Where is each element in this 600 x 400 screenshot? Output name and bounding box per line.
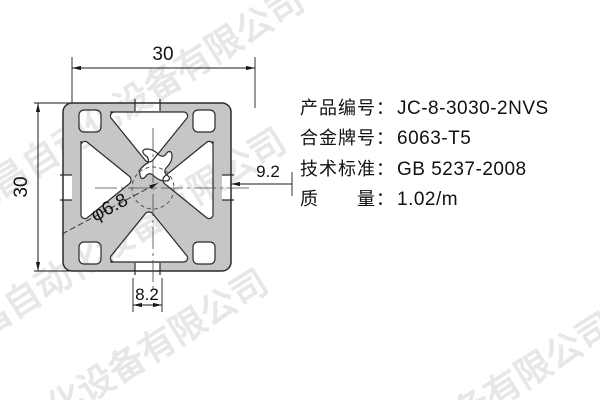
centre-lines	[95, 128, 250, 290]
dimension-left-height: 30	[11, 103, 41, 271]
corner-hole-tr	[192, 109, 216, 133]
dimension-left-height-label: 30	[11, 176, 32, 197]
spec-row-alloy-grade: 合金牌号： 6063-T5	[300, 128, 600, 150]
void-left	[80, 140, 132, 220]
profile-drawing: 30 30 9.2 8.2 φ6.8	[11, 44, 293, 312]
spec-row-product-code: 产品编号： JC-8-3030-2NVS	[300, 98, 600, 120]
tslot-right	[222, 174, 234, 201]
dimension-bottom-slot-label: 8.2	[135, 285, 159, 304]
spec-label-weight: 质 量：	[300, 189, 395, 211]
profile-outline	[62, 102, 232, 272]
void-bottom	[109, 211, 189, 263]
tslot-bottom	[134, 263, 161, 275]
spec-label-product-code: 产品编号：	[300, 98, 395, 119]
corner-hole-tl	[78, 109, 102, 133]
dimension-top-width: 30	[72, 44, 255, 71]
dimension-slot-opening: 9.2	[231, 162, 292, 187]
spec-value-alloy-grade: 6063-T5	[397, 128, 472, 150]
tslot-left	[60, 174, 72, 201]
dimension-bottom-slot: 8.2	[133, 285, 162, 308]
spec-label-standard: 技术标准：	[300, 158, 395, 180]
specification-panel: 产品编号： JC-8-3030-2NVS 合金牌号： 6063-T5 技术标准：…	[300, 98, 600, 212]
spec-row-standard: 技术标准： GB 5237-2008	[300, 159, 600, 181]
void-top	[109, 111, 189, 163]
corner-hole-bl	[78, 241, 102, 265]
tslot-top	[134, 99, 161, 111]
corner-hole-br	[192, 241, 216, 265]
spec-value-standard: GB 5237-2008	[397, 158, 527, 180]
void-right	[162, 140, 214, 220]
dimension-slot-opening-label: 9.2	[256, 162, 280, 181]
spec-value-weight: 1.02/m	[397, 189, 459, 211]
spec-row-weight: 质 量： 1.02/m	[300, 189, 600, 211]
center-star-cavity	[138, 148, 173, 182]
dimension-top-width-label: 30	[152, 44, 173, 65]
spec-value-product-code: JC-8-3030-2NVS	[397, 98, 549, 119]
spec-label-alloy-grade: 合金牌号：	[300, 128, 395, 150]
